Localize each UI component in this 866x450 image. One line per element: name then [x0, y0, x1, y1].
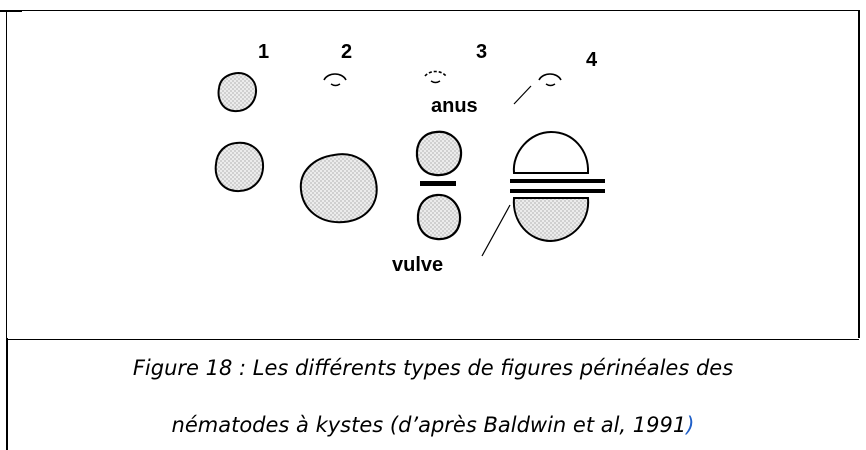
figure-caption-line-2: nématodes à kystes (d’après Baldwin et a… [0, 413, 866, 437]
figure-frame [6, 10, 859, 340]
figure-frame-right-edge [858, 10, 860, 338]
vulve-leader-line [481, 204, 511, 257]
label-vulve: vulve [392, 254, 443, 276]
type3-anus-dot [430, 80, 441, 84]
type1-anal-blob [217, 72, 258, 113]
type4-anus-mark [538, 73, 562, 81]
type4-lower-dome [512, 197, 590, 243]
type4-anus-dot [545, 83, 556, 87]
type-number-2: 2 [341, 41, 352, 63]
type-number-4: 4 [586, 49, 598, 71]
caption-closing-paren: ) [686, 413, 695, 437]
label-anus: anus [431, 95, 478, 117]
type-number-1: 1 [258, 41, 269, 63]
type2-anus-dot [330, 83, 341, 87]
type2-anus-mark [323, 73, 347, 81]
perineal-figures-diagram: 1 2 3 4 anus vulve [214, 41, 605, 276]
type4-upper-bar [510, 179, 605, 183]
type-number-3: 3 [476, 41, 487, 63]
type3-anus-mark [424, 70, 447, 77]
caption-left-rule [6, 338, 8, 450]
type1-vulval-blob [214, 141, 265, 193]
type3-vulval-bar [420, 181, 456, 186]
caption-line-2-text: nématodes à kystes (d’après Baldwin et a… [171, 413, 687, 437]
type2-vulval-blob [299, 153, 378, 224]
type3-lower-blob [416, 193, 462, 241]
type3-upper-blob [415, 130, 463, 177]
anus-leader-line [513, 85, 532, 105]
figure-caption-line-1: Figure 18 : Les différents types de figu… [132, 356, 734, 380]
type4-upper-dome [512, 130, 590, 174]
type4-lower-bar [510, 189, 605, 193]
